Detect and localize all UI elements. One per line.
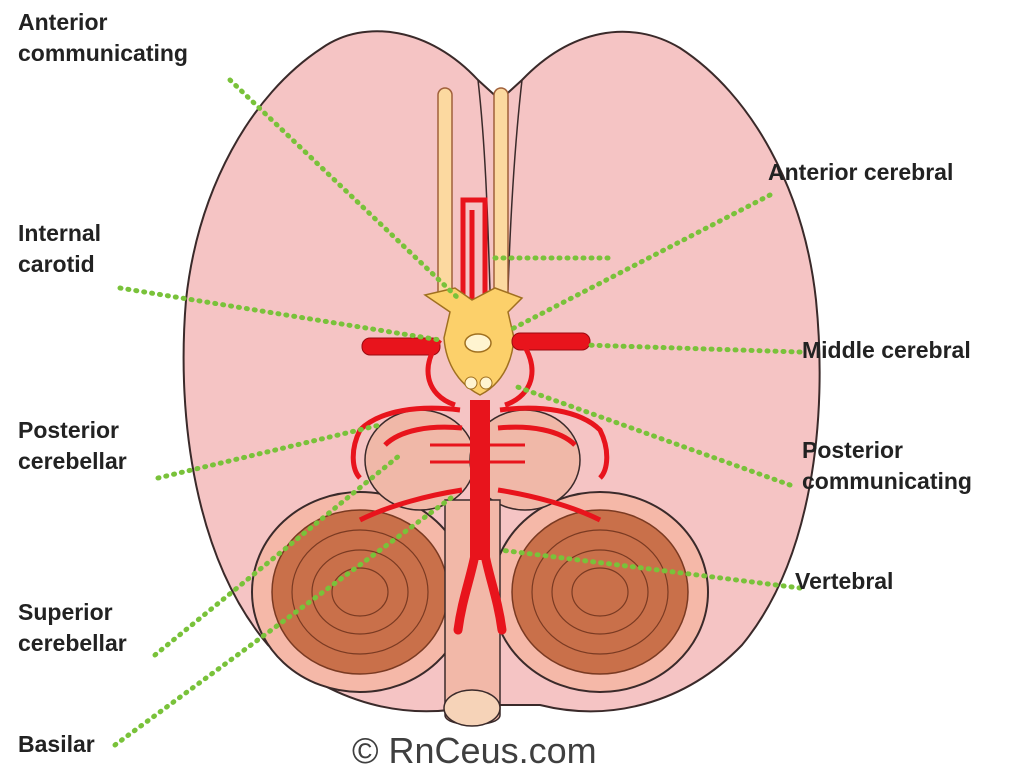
label-line: Superior xyxy=(18,597,127,628)
label-line: cerebellar xyxy=(18,446,127,477)
label-basilar: Basilar xyxy=(18,729,95,760)
label-line: Basilar xyxy=(18,729,95,760)
label-superior-cerebellar: Superior cerebellar xyxy=(18,597,127,659)
label-line: communicating xyxy=(18,38,188,69)
label-posterior-cerebellar: Posterior cerebellar xyxy=(18,415,127,477)
label-line: Posterior xyxy=(802,435,972,466)
mammillary-body-left xyxy=(465,377,477,389)
label-line: Middle cerebral xyxy=(802,335,971,366)
label-anterior-cerebral: Anterior cerebral xyxy=(768,157,953,188)
label-line: Anterior cerebral xyxy=(768,157,953,188)
label-line: carotid xyxy=(18,249,101,280)
label-posterior-communicating: Posterior communicating xyxy=(802,435,972,497)
label-line: Vertebral xyxy=(795,566,893,597)
label-line: Anterior xyxy=(18,7,188,38)
label-anterior-communicating: Anterior communicating xyxy=(18,7,188,69)
copyright-credit: © RnCeus.com xyxy=(352,730,597,772)
pituitary-stalk xyxy=(465,334,491,352)
label-line: Posterior xyxy=(18,415,127,446)
label-middle-cerebral: Middle cerebral xyxy=(802,335,971,366)
spinal-cord-section xyxy=(444,690,500,726)
mammillary-body-right xyxy=(480,377,492,389)
label-line: Internal xyxy=(18,218,101,249)
label-line: communicating xyxy=(802,466,972,497)
basilar-artery xyxy=(470,400,490,560)
label-vertebral: Vertebral xyxy=(795,566,893,597)
label-line: cerebellar xyxy=(18,628,127,659)
label-internal-carotid: Internal carotid xyxy=(18,218,101,280)
